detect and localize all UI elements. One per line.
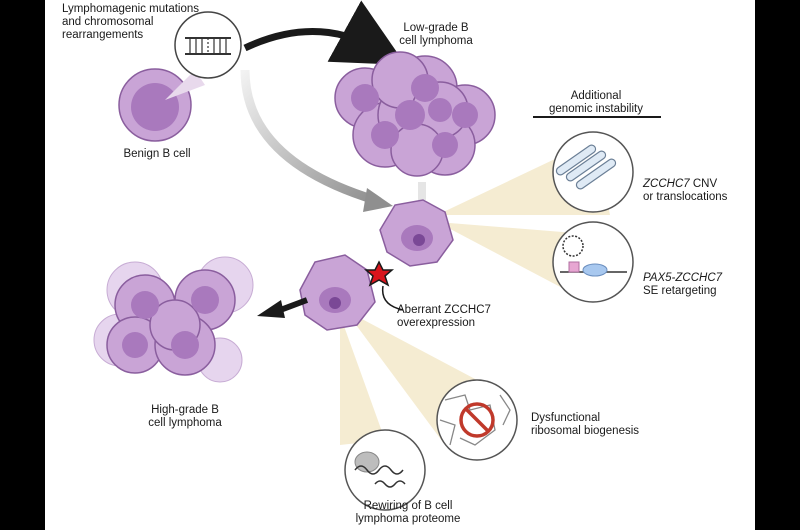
progression-arrow-gray — [240, 69, 377, 205]
dysfunctional-label: Dysfunctional ribosomal biogenesis — [531, 412, 640, 437]
aberrant-pointer — [381, 285, 404, 311]
cnv-line2: or translocations — [643, 191, 728, 203]
red-star-icon — [363, 260, 395, 287]
low-grade-lymphoma-cluster — [334, 51, 496, 177]
gray-arrowhead — [363, 188, 393, 212]
instability-label: Additional genomic instability — [549, 90, 643, 115]
high-grade-arrow — [257, 297, 309, 318]
diagram-canvas — [93, 0, 661, 511]
connector-bar — [418, 182, 426, 200]
benign-label: Benign B cell — [123, 148, 191, 160]
cnv-chromosome-icon — [552, 131, 634, 213]
high-grade-lymphoma-cluster — [93, 256, 254, 383]
mutations-label: Lymphomagenic mutations and chromosomal … — [62, 3, 200, 41]
progression-arrow-black — [243, 0, 406, 65]
cnv-gene-name: ZCCHC7 — [643, 178, 690, 190]
beam-to-proteome — [340, 315, 385, 445]
proteome-icon — [344, 429, 426, 511]
malignant-cell — [299, 254, 376, 331]
pax5-enhancer-icon — [552, 221, 634, 303]
rewiring-label: Rewiring of B cell lymphoma proteome — [355, 500, 461, 525]
pax5-line2: SE retargeting — [643, 285, 717, 297]
aberrant-label: Aberrant ZCCHC7 overexpression — [397, 304, 491, 329]
transitioning-cell — [379, 199, 454, 267]
benign-b-cell — [118, 68, 205, 142]
ribosome-no-sign-icon — [436, 379, 518, 461]
pax5-gene-name: PAX5-ZCCHC7 — [643, 272, 723, 284]
dna-magnifier-icon — [174, 11, 242, 79]
high-grade-label: High-grade B cell lymphoma — [148, 404, 222, 429]
diagram-panel: Lymphomagenic mutations and chromosomal … — [45, 0, 755, 530]
low-grade-label: Low-grade B cell lymphoma — [399, 22, 473, 47]
cnv-suffix: CNV — [689, 178, 718, 190]
